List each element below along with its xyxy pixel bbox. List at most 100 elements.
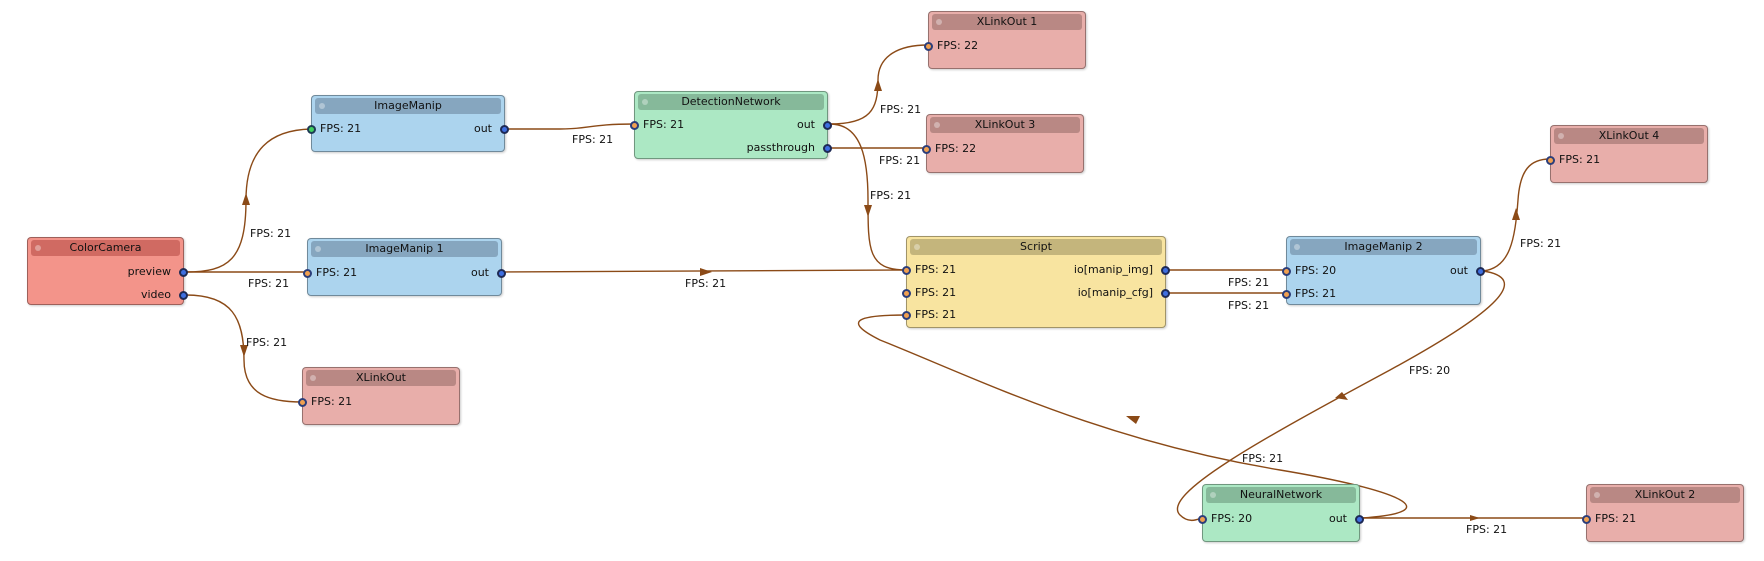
node-xlinkout-3[interactable]: XLinkOut 3 FPS: 22 bbox=[922, 114, 1084, 173]
port-input[interactable] bbox=[924, 42, 933, 51]
node-status-dot bbox=[642, 99, 648, 105]
node-status-dot bbox=[315, 246, 321, 252]
port-input-2[interactable] bbox=[1282, 290, 1291, 299]
edge-label-script-img-to-manip2: FPS: 21 bbox=[1228, 276, 1270, 289]
node-title-text: ColorCamera bbox=[69, 241, 142, 254]
node-title: ImageManip 1 bbox=[311, 241, 498, 257]
node-status-dot bbox=[1210, 492, 1216, 498]
port-label-input-1-fps: FPS: 20 bbox=[1295, 264, 1337, 277]
port-label-input-fps: FPS: 21 bbox=[311, 395, 353, 408]
arrow-manip2-to-xlink4 bbox=[1512, 208, 1520, 220]
edge-label-manip-to-detection: FPS: 21 bbox=[572, 133, 614, 146]
edge-label-manip2-to-neural: FPS: 20 bbox=[1409, 364, 1451, 377]
node-colorcamera[interactable]: ColorCamera preview video bbox=[27, 237, 188, 305]
node-title: XLinkOut 2 bbox=[1590, 487, 1740, 503]
port-input[interactable] bbox=[922, 145, 931, 154]
port-label-input-fps: FPS: 21 bbox=[1595, 512, 1637, 525]
node-xlinkout[interactable]: XLinkOut FPS: 21 bbox=[298, 367, 460, 425]
node-status-dot bbox=[1558, 133, 1564, 139]
node-title-text: Script bbox=[1020, 240, 1052, 253]
port-manip-cfg-output[interactable] bbox=[1161, 289, 1170, 298]
node-title-text: NeuralNetwork bbox=[1239, 488, 1323, 501]
node-title-text: XLinkOut 2 bbox=[1634, 488, 1696, 501]
port-preview-output[interactable] bbox=[179, 268, 188, 277]
arrow-manip1-to-script bbox=[700, 268, 712, 276]
port-input-3[interactable] bbox=[902, 311, 911, 320]
wire-manip2-to-neural[interactable] bbox=[1176, 270, 1505, 522]
port-label-input-2-fps: FPS: 21 bbox=[1295, 287, 1337, 300]
wire-manip-to-detection[interactable] bbox=[507, 123, 635, 130]
port-input[interactable] bbox=[307, 125, 316, 134]
port-input-2[interactable] bbox=[902, 289, 911, 298]
node-imagemanip[interactable]: ImageManip FPS: 21 out bbox=[307, 95, 509, 152]
node-title: Script bbox=[910, 239, 1162, 255]
port-label-manip-cfg: io[manip_cfg] bbox=[1077, 286, 1153, 299]
port-input[interactable] bbox=[298, 398, 307, 407]
node-title: DetectionNetwork bbox=[638, 94, 824, 110]
node-xlinkout-2[interactable]: XLinkOut 2 FPS: 21 bbox=[1582, 484, 1744, 542]
node-title: ColorCamera bbox=[31, 240, 180, 256]
wire-camera-to-xlinkout[interactable] bbox=[185, 294, 303, 403]
port-out-output[interactable] bbox=[1476, 267, 1485, 276]
port-manip-img-output[interactable] bbox=[1161, 266, 1170, 275]
node-title-text: ImageManip bbox=[374, 99, 442, 112]
edge-label-script-cfg-to-manip2: FPS: 21 bbox=[1228, 299, 1270, 312]
edge-label-detection-to-xlink3: FPS: 21 bbox=[879, 154, 921, 167]
port-passthrough-output[interactable] bbox=[823, 144, 832, 153]
edge-label-camera-to-manip: FPS: 21 bbox=[250, 227, 292, 240]
port-label-input-fps: FPS: 21 bbox=[643, 118, 685, 131]
node-status-dot bbox=[936, 19, 942, 25]
port-label-preview: preview bbox=[127, 265, 171, 278]
port-input[interactable] bbox=[630, 121, 639, 130]
port-label-input-fps: FPS: 20 bbox=[1211, 512, 1253, 525]
node-title-text: XLinkOut 1 bbox=[976, 15, 1038, 28]
port-video-output[interactable] bbox=[179, 291, 188, 300]
port-label-input-fps: FPS: 21 bbox=[1559, 153, 1601, 166]
node-detectionnetwork[interactable]: DetectionNetwork FPS: 21 out passthrough bbox=[630, 91, 832, 159]
node-neuralnetwork[interactable]: NeuralNetwork FPS: 20 out bbox=[1198, 484, 1364, 542]
node-xlinkout-4[interactable]: XLinkOut 4 FPS: 21 bbox=[1546, 125, 1708, 183]
arrow-detection-to-script bbox=[864, 205, 872, 217]
port-out-output[interactable] bbox=[500, 125, 509, 134]
node-imagemanip-1[interactable]: ImageManip 1 FPS: 21 out bbox=[303, 238, 506, 296]
node-title-text: ImageManip 2 bbox=[1344, 240, 1423, 253]
node-status-dot bbox=[35, 245, 41, 251]
port-input-1[interactable] bbox=[902, 266, 911, 275]
node-status-dot bbox=[914, 244, 920, 250]
node-title: NeuralNetwork bbox=[1206, 487, 1356, 503]
edge-label-neural-to-script: FPS: 21 bbox=[1242, 452, 1284, 465]
node-status-dot bbox=[1294, 244, 1300, 250]
node-title-text: XLinkOut 3 bbox=[974, 118, 1036, 131]
port-label-passthrough: passthrough bbox=[746, 141, 815, 154]
node-status-dot bbox=[319, 103, 325, 109]
node-status-dot bbox=[934, 122, 940, 128]
edge-label-detection-to-script: FPS: 21 bbox=[870, 189, 912, 202]
wire-neural-to-script[interactable] bbox=[857, 314, 1408, 519]
port-label-out: out bbox=[473, 122, 492, 135]
wire-detection-to-script[interactable] bbox=[829, 123, 907, 271]
port-out-output[interactable] bbox=[823, 121, 832, 130]
edge-label-neural-to-xlink2: FPS: 21 bbox=[1466, 523, 1508, 536]
port-label-input-fps: FPS: 21 bbox=[316, 266, 358, 279]
port-label-manip-img: io[manip_img] bbox=[1073, 263, 1153, 276]
port-input[interactable] bbox=[303, 269, 312, 278]
port-input[interactable] bbox=[1198, 515, 1207, 524]
port-out-output[interactable] bbox=[497, 269, 506, 278]
node-imagemanip-2[interactable]: ImageManip 2 FPS: 20 FPS: 21 out bbox=[1282, 236, 1485, 305]
port-input[interactable] bbox=[1546, 156, 1555, 165]
wire-manip2-to-xlink4[interactable] bbox=[1482, 158, 1551, 272]
arrow-neural-to-script bbox=[1126, 416, 1140, 424]
node-xlinkout-1[interactable]: XLinkOut 1 FPS: 22 bbox=[924, 11, 1086, 69]
edge-label-camera-to-xlinkout: FPS: 21 bbox=[246, 336, 288, 349]
port-out-output[interactable] bbox=[1355, 515, 1364, 524]
edge-label-detection-to-xlink1: FPS: 21 bbox=[880, 103, 922, 116]
port-label-input-fps: FPS: 22 bbox=[937, 39, 979, 52]
port-input-1[interactable] bbox=[1282, 267, 1291, 276]
node-script[interactable]: Script FPS: 21 FPS: 21 FPS: 21 io[manip_… bbox=[902, 236, 1170, 328]
port-input[interactable] bbox=[1582, 515, 1591, 524]
node-title: XLinkOut 4 bbox=[1554, 128, 1704, 144]
port-label-input-3-fps: FPS: 21 bbox=[915, 308, 957, 321]
node-title: XLinkOut bbox=[306, 370, 456, 386]
